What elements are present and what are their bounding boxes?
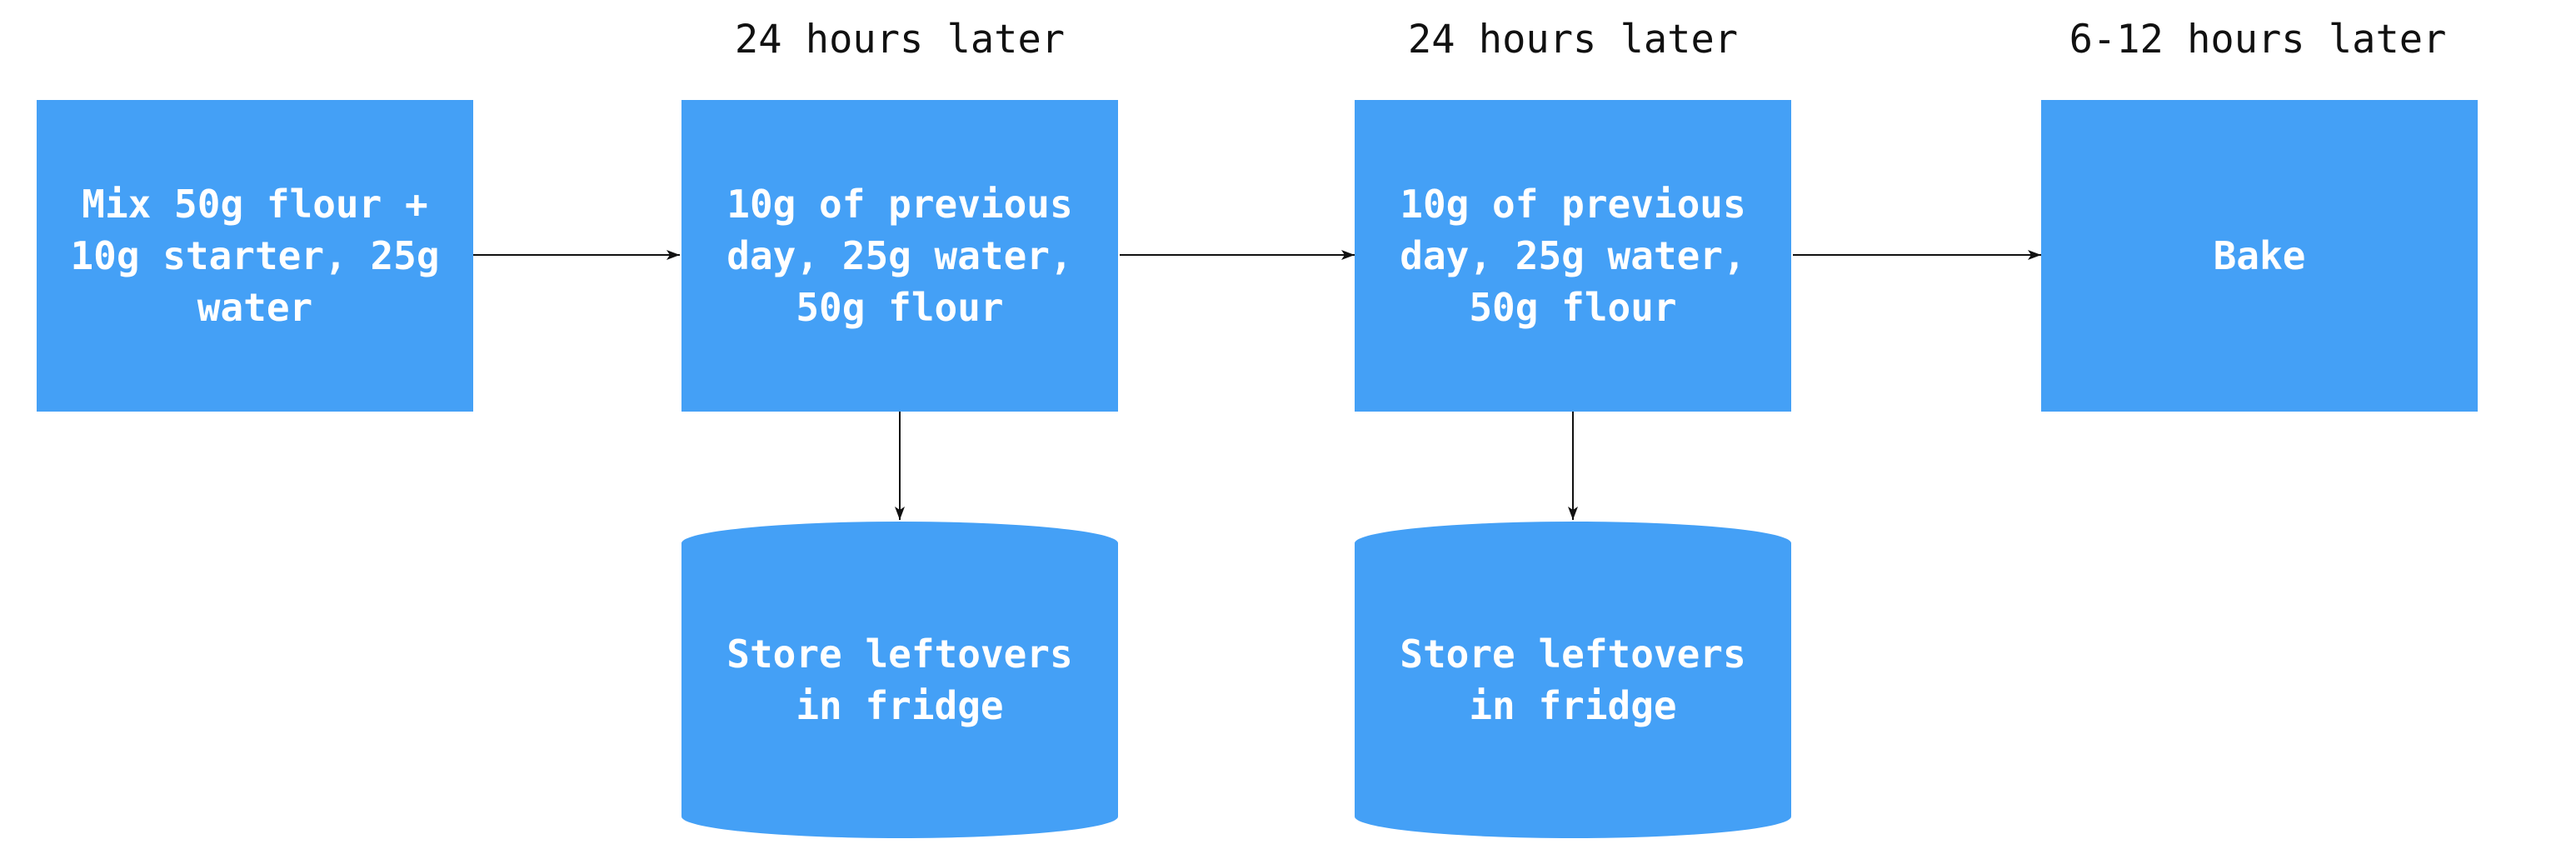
store-cylinder-2: Store leftovers in fridge — [1355, 522, 1791, 838]
step-feed-day2-box: 10g of previous day, 25g water, 50g flou… — [1355, 100, 1791, 412]
time-label-1: 24 hours later — [734, 17, 1066, 62]
store-label: Store leftovers in fridge — [726, 632, 1073, 728]
cylinder-shape — [681, 522, 1118, 838]
store-label: Store leftovers in fridge — [1400, 632, 1746, 728]
time-label-3: 6-12 hours later — [2069, 17, 2447, 62]
store-cylinder-1: Store leftovers in fridge — [681, 522, 1118, 838]
step-bake-box: Bake — [2041, 100, 2478, 412]
time-label-2: 24 hours later — [1407, 17, 1739, 62]
step-mix-box: Mix 50g flour + 10g starter, 25g water — [37, 100, 473, 412]
cylinder-shape — [1355, 522, 1791, 838]
step-feed-day1-box: 10g of previous day, 25g water, 50g flou… — [681, 100, 1118, 412]
